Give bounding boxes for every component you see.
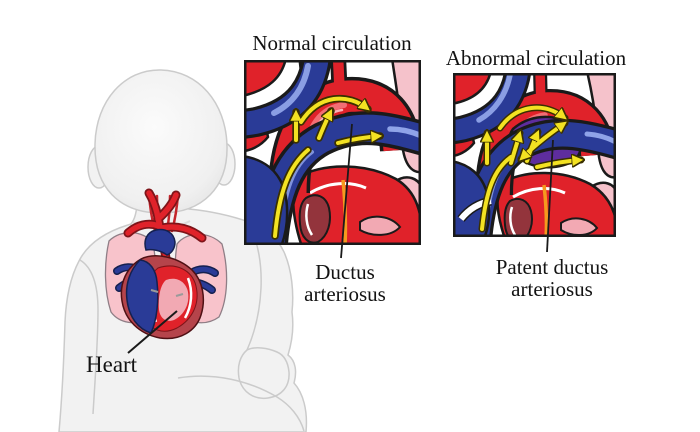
panel-normal <box>244 60 421 245</box>
panel-abnormal <box>453 73 616 237</box>
panel-border <box>244 60 421 245</box>
heart-pointer-line <box>127 310 178 354</box>
flow-arrows <box>478 104 581 233</box>
vessel-section <box>298 194 331 244</box>
vessel-section <box>560 217 599 236</box>
pointer-line-pda <box>546 139 554 253</box>
label-pda: Patent ductus arteriosus <box>495 255 609 302</box>
title-normal: Normal circulation <box>252 31 412 55</box>
pointer-line-ductus <box>340 123 353 259</box>
baby-head <box>94 69 228 214</box>
title-abnormal: Abnormal circulation <box>445 46 627 70</box>
vessel-section <box>359 215 402 236</box>
panel-border <box>453 73 616 237</box>
baby-thigh-line <box>177 375 305 432</box>
baby-figure <box>58 69 308 432</box>
baby-arm-crease-left <box>79 259 99 415</box>
flow-arrows <box>271 94 380 240</box>
aorta-corner <box>244 60 287 97</box>
label-heart: Heart <box>86 352 138 377</box>
label-ductus: Ductus arteriosus <box>304 260 386 307</box>
heart-illustration <box>120 228 204 340</box>
aorta-corner <box>453 73 492 105</box>
baby-fist <box>237 347 290 400</box>
